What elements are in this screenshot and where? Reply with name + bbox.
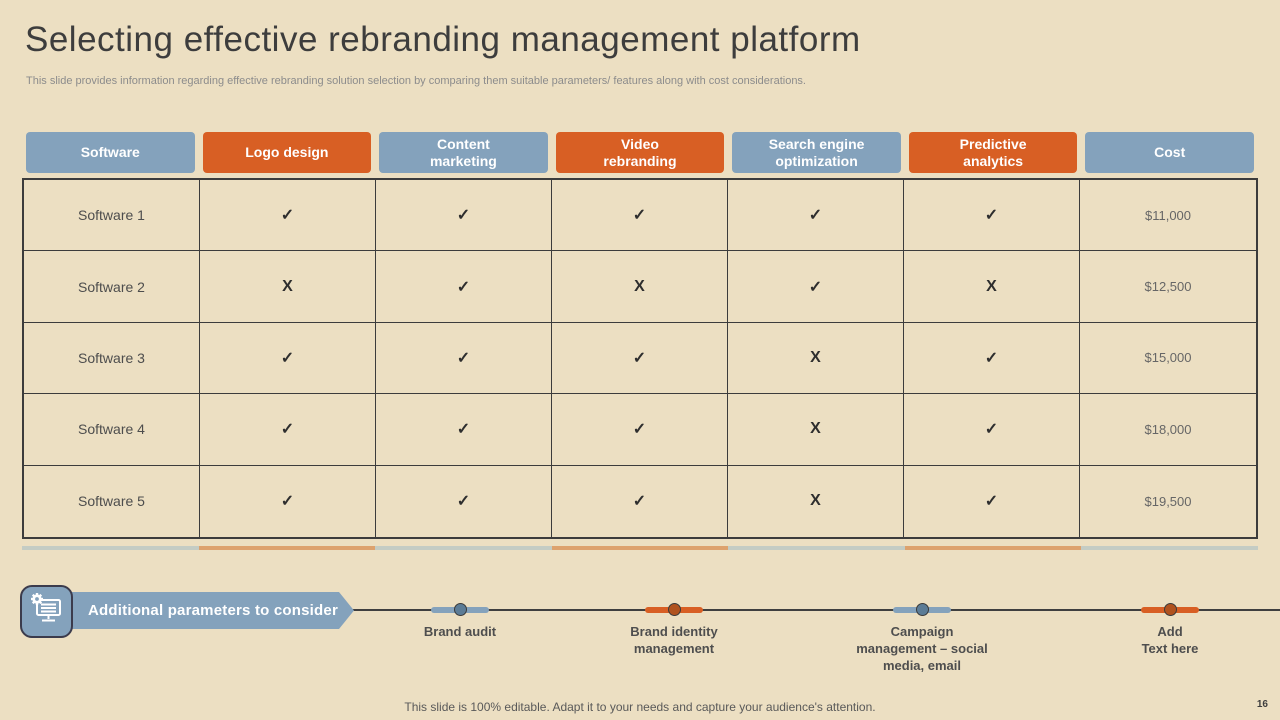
check-mark: ✓: [376, 322, 552, 395]
check-mark: ✓: [200, 465, 376, 537]
x-mark: X: [552, 251, 728, 323]
milestone-dot: [915, 603, 929, 616]
check-mark: ✓: [904, 180, 1080, 252]
x-mark: X: [728, 322, 904, 395]
software-name: Software 5: [24, 465, 200, 537]
milestone-label: Add Text here: [1141, 624, 1199, 656]
column-header: Video rebranding: [555, 132, 725, 173]
check-mark: ✓: [376, 251, 552, 323]
footer-note: This slide is 100% editable. Adapt it to…: [404, 700, 876, 714]
check-mark: ✓: [904, 394, 1080, 466]
column-header: Software: [26, 132, 195, 173]
table-accent-strip: [22, 546, 1258, 550]
header-cell: Video rebranding: [552, 132, 729, 173]
accent-segment: [904, 546, 1082, 550]
cost-value: $15,000: [1080, 323, 1256, 395]
column-header: Content marketing: [379, 132, 548, 173]
cost-value: $18,000: [1080, 394, 1256, 466]
milestone-label: Brand audit: [423, 624, 497, 639]
cost-value: $11,000: [1080, 180, 1256, 252]
check-mark: ✓: [904, 465, 1080, 537]
check-mark: ✓: [552, 322, 728, 395]
header-cell: Content marketing: [375, 132, 552, 173]
header-cell: Logo design: [199, 132, 376, 173]
check-mark: ✓: [200, 322, 376, 395]
accent-segment: [22, 546, 199, 550]
x-mark: X: [728, 465, 904, 537]
slide-description: This slide provides information regardin…: [26, 75, 806, 87]
check-mark: ✓: [728, 180, 904, 252]
x-mark: X: [904, 251, 1080, 323]
x-mark: X: [728, 394, 904, 466]
check-mark: ✓: [200, 394, 376, 466]
check-mark: ✓: [904, 322, 1080, 395]
cost-value: $19,500: [1144, 493, 1192, 509]
check-mark: ✓: [552, 394, 728, 466]
page-number: 16: [1256, 699, 1268, 710]
software-name: Software 1: [24, 180, 200, 252]
check-mark: ✓: [728, 251, 904, 323]
accent-segment: [375, 546, 552, 550]
software-name: Software 3: [24, 322, 200, 395]
x-mark: X: [200, 251, 376, 323]
check-mark: ✓: [376, 465, 552, 537]
check-mark: ✓: [552, 465, 728, 537]
accent-segment: [551, 546, 729, 550]
check-mark: ✓: [552, 180, 728, 252]
milestone-dot: [453, 603, 467, 616]
header-cell: Cost: [1081, 132, 1258, 173]
column-header: Logo design: [202, 132, 372, 173]
milestone-label: Brand identity management: [630, 624, 718, 656]
monitor-settings-icon: [29, 592, 65, 631]
timeline-line: [352, 609, 1280, 611]
milestone-dot: [667, 603, 681, 616]
check-mark: ✓: [376, 180, 552, 252]
banner-label: Additional parameters to consider: [88, 602, 338, 619]
column-header: Predictive analytics: [908, 132, 1078, 173]
software-name: Software 2: [24, 251, 200, 323]
header-cell: Search engine optimization: [728, 132, 905, 173]
column-header: Search engine optimization: [732, 132, 901, 173]
additional-parameters-banner: Additional parameters to consider: [58, 592, 354, 629]
accent-segment: [198, 546, 376, 550]
milestone-dot: [1163, 603, 1177, 616]
header-cell: Software: [22, 132, 199, 173]
milestone-label: Campaign management – social media, emai…: [856, 624, 988, 673]
column-header: Cost: [1085, 132, 1254, 173]
page-title: Selecting effective rebranding managemen…: [25, 20, 861, 59]
check-mark: ✓: [200, 180, 376, 252]
software-name: Software 4: [24, 394, 200, 466]
accent-segment: [728, 546, 905, 550]
accent-segment: [1081, 546, 1258, 550]
check-mark: ✓: [376, 394, 552, 466]
header-cell: Predictive analytics: [905, 132, 1082, 173]
cost-value: $12,500: [1080, 251, 1256, 323]
banner-icon-box: [20, 585, 73, 638]
